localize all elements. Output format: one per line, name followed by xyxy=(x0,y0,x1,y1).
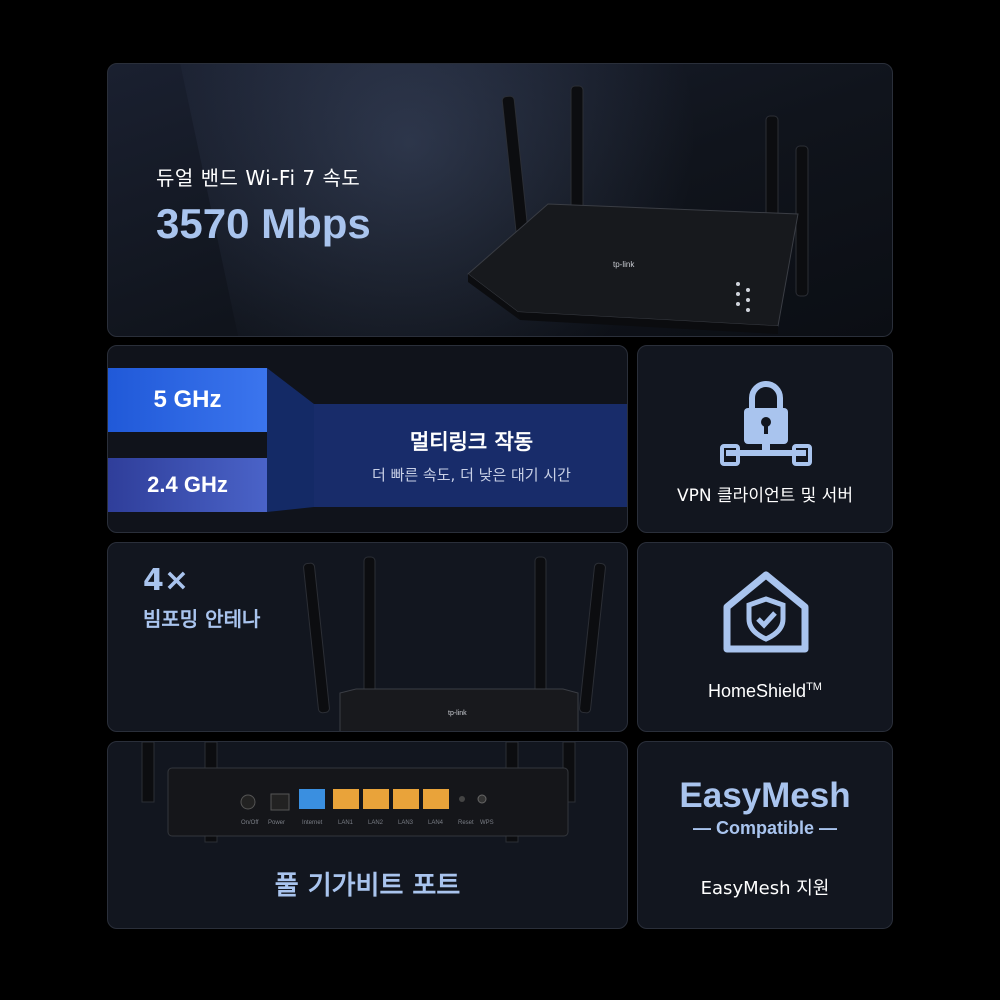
multilink-panel: 멀티링크 작동 더 빠른 속도, 더 낮은 대기 시간 xyxy=(314,404,627,507)
svg-text:tp-link: tp-link xyxy=(448,710,467,717)
band-5ghz-tag: 5 GHz xyxy=(108,368,267,432)
lock-network-icon xyxy=(720,381,812,466)
beamforming-card: tp-link 4× 빔포밍 안테나 xyxy=(107,542,628,732)
trademark-mark: TM xyxy=(806,681,822,693)
router-front-image: tp-link xyxy=(303,556,606,731)
router-angled-image: tp-link xyxy=(467,85,809,334)
hero-subtitle: 듀얼 밴드 Wi-Fi 7 속도 xyxy=(156,166,361,190)
port-label: Power xyxy=(268,820,285,826)
multilink-subtitle: 더 빠른 속도, 더 낮은 대기 시간 xyxy=(372,466,571,484)
easymesh-logo-title: EasyMesh xyxy=(679,776,851,815)
port-label: WPS xyxy=(480,820,494,826)
port-label: Reset xyxy=(458,820,474,826)
multilink-title: 멀티링크 작동 xyxy=(409,430,534,454)
shield-house-icon xyxy=(723,571,809,653)
hero-speed: 3570 Mbps xyxy=(156,200,371,247)
router-logo: tp-link xyxy=(613,260,635,269)
band-24ghz-tag: 2.4 GHz xyxy=(108,458,267,512)
port-label: LAN4 xyxy=(428,820,444,826)
router-back-image: On/Off Power Internet LAN1 LAN2 LAN3 LAN4 Reset… xyxy=(141,742,576,843)
easymesh-label: EasyMesh 지원 xyxy=(700,878,830,899)
port-label: On/Off xyxy=(241,820,259,826)
homeshield-card: HomeShieldTM xyxy=(637,542,893,732)
port-label: LAN3 xyxy=(398,820,414,826)
port-label: Internet xyxy=(302,820,323,826)
easymesh-card: EasyMesh — Compatible — EasyMesh 지원 xyxy=(637,741,893,929)
ports-card: On/Off Power Internet LAN1 LAN2 LAN3 LAN4 Reset… xyxy=(107,741,628,929)
antenna-label: 빔포밍 안테나 xyxy=(143,607,261,631)
multilink-card: 5 GHz 2.4 GHz 멀티링크 작동 더 빠른 속도, 더 낮은 대기 시… xyxy=(107,345,628,533)
hero-card: 듀얼 밴드 Wi-Fi 7 속도 3570 Mbps tp-link xyxy=(107,63,893,337)
port-label: LAN2 xyxy=(368,820,384,826)
vpn-card: VPN 클라이언트 및 서버 xyxy=(637,345,893,533)
ports-label: 풀 기가비트 포트 xyxy=(274,871,461,901)
vpn-label: VPN 클라이언트 및 서버 xyxy=(677,486,853,506)
antenna-count: 4× xyxy=(143,563,190,598)
homeshield-label: HomeShieldTM xyxy=(638,681,892,702)
homeshield-name: HomeShield xyxy=(708,681,807,701)
band-connector xyxy=(267,368,314,512)
easymesh-compatible: — Compatible — xyxy=(692,818,837,838)
port-label: LAN1 xyxy=(338,820,354,826)
